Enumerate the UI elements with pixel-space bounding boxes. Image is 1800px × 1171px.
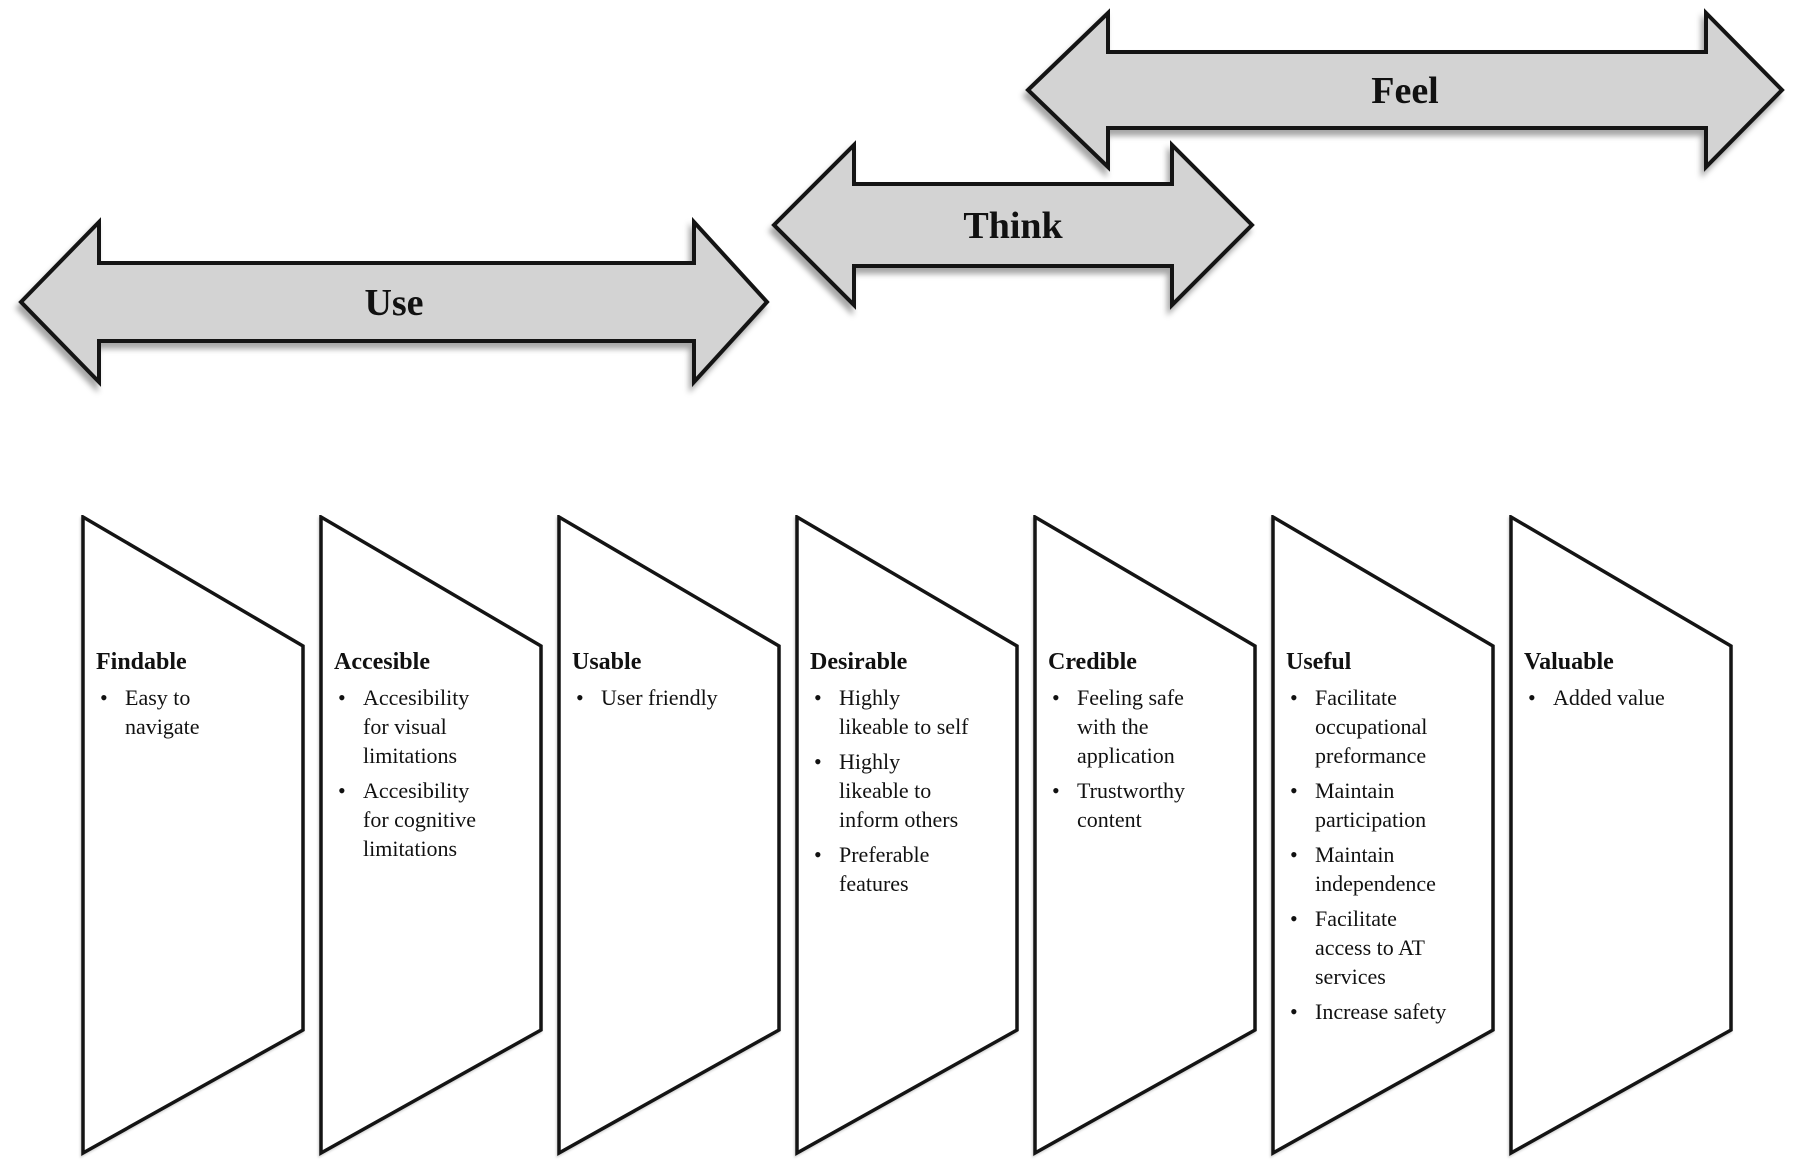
panel-bullets: User friendly [572, 683, 733, 712]
panel-bullets: Accesibility for visual limitationsAcces… [334, 683, 495, 863]
think-arrow: Think [771, 140, 1255, 310]
panel-text: Credible Feeling safe with the applicati… [1048, 648, 1211, 840]
panel-shape [81, 515, 305, 1156]
panel-shape [795, 515, 1019, 1156]
panel-bullets: Easy to navigate [96, 683, 257, 741]
panel-credible: Credible Feeling safe with the applicati… [1033, 515, 1257, 1156]
bullet-item: Maintain independence [1286, 840, 1447, 898]
panel-text: Findable Easy to navigate [96, 648, 259, 747]
panel-desirable: Desirable Highly likeable to selfHighly … [795, 515, 1019, 1156]
panel-shape [1033, 515, 1257, 1156]
panel-outline [1271, 515, 1495, 1156]
panel-bullets: Feeling safe with the applicationTrustwo… [1048, 683, 1209, 834]
panel-valuable: Valuable Added value [1509, 515, 1733, 1156]
panel-title: Valuable [1524, 649, 1614, 675]
panel-findable: Findable Easy to navigate [81, 515, 305, 1156]
bullet-item: Highly likeable to inform others [810, 747, 971, 834]
panel-outline [795, 515, 1019, 1156]
bullet-item: Added value [1524, 683, 1685, 712]
think-arrow-shape [771, 140, 1255, 310]
use-arrow-shape [18, 216, 770, 388]
panel-outline [1509, 515, 1733, 1156]
panel-outline [1033, 515, 1257, 1156]
panel-title: Credible [1048, 649, 1137, 675]
bullet-item: Accesibility for cognitive limitations [334, 776, 495, 863]
panel-bullets: Facilitate occupational preformanceMaint… [1286, 683, 1447, 1026]
bullet-item: Maintain participation [1286, 776, 1447, 834]
panel-bullets: Added value [1524, 683, 1685, 712]
panel-title: Findable [96, 649, 187, 675]
panel-shape [557, 515, 781, 1156]
bullet-item: Feeling safe with the application [1048, 683, 1209, 770]
panel-accesible: Accesible Accesibility for visual limita… [319, 515, 543, 1156]
feel-arrow-label: Feel [1371, 70, 1439, 112]
panel-useful: Useful Facilitate occupational preforman… [1271, 515, 1495, 1156]
panel-text: Desirable Highly likeable to selfHighly … [810, 648, 973, 904]
panel-usable: Usable User friendly [557, 515, 781, 1156]
panel-outline [557, 515, 781, 1156]
panel-title: Desirable [810, 649, 908, 675]
bullet-item: User friendly [572, 683, 733, 712]
panel-title: Usable [572, 649, 642, 675]
use-arrow: Use [18, 216, 770, 388]
bullet-item: Increase safety [1286, 997, 1447, 1026]
panel-outline [81, 515, 305, 1156]
panel-text: Accesible Accesibility for visual limita… [334, 648, 497, 869]
panel-shape [1509, 515, 1733, 1156]
feel-arrow: Feel [1025, 8, 1785, 172]
bullet-item: Easy to navigate [96, 683, 257, 741]
bullet-item: Accesibility for visual limitations [334, 683, 495, 770]
bullet-item: Trustworthy content [1048, 776, 1209, 834]
panel-title: Useful [1286, 649, 1352, 675]
bullet-item: Facilitate access to AT services [1286, 904, 1447, 991]
panel-title: Accesible [334, 649, 430, 675]
panel-shape [1271, 515, 1495, 1156]
panel-text: Valuable Added value [1524, 648, 1687, 718]
think-arrow-label: Think [963, 205, 1063, 247]
panel-bullets: Highly likeable to selfHighly likeable t… [810, 683, 971, 898]
panel-text: Useful Facilitate occupational preforman… [1286, 648, 1449, 1032]
panel-text: Usable User friendly [572, 648, 735, 718]
use-arrow-label: Use [364, 282, 423, 324]
bullet-item: Preferable features [810, 840, 971, 898]
bullet-item: Highly likeable to self [810, 683, 971, 741]
bullet-item: Facilitate occupational preformance [1286, 683, 1447, 770]
feel-arrow-shape [1025, 8, 1785, 172]
